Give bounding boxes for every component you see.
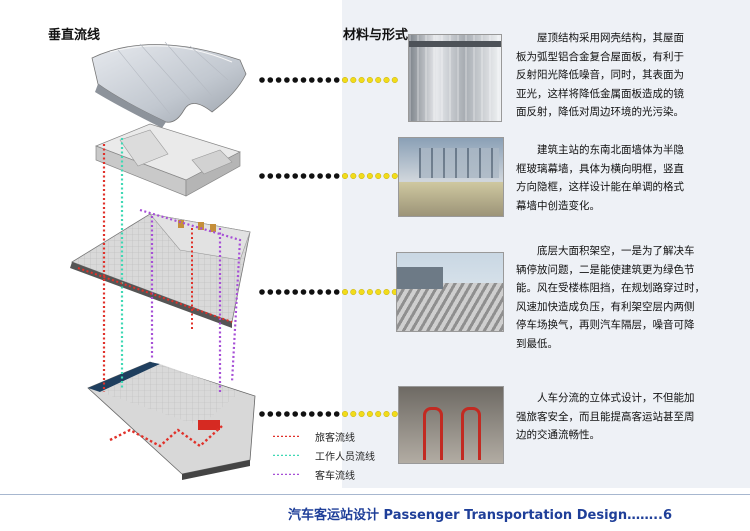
roof-panel-photo <box>408 34 502 122</box>
glass-curtain-wall-photo <box>398 137 504 217</box>
connector-dot <box>292 289 299 295</box>
connector-dot <box>342 411 349 418</box>
connector-dot <box>383 76 390 83</box>
connector-dot <box>300 77 307 83</box>
connector-dot <box>383 289 390 296</box>
footer-divider <box>0 494 750 495</box>
escalator-photo <box>398 386 504 464</box>
connector-dot <box>317 77 323 83</box>
vertical-flow-heading: 垂直流线 <box>48 28 101 43</box>
connector-dot <box>366 411 373 418</box>
connector-dot <box>350 411 357 418</box>
connector-dot <box>275 411 282 417</box>
connector-dot <box>333 77 340 83</box>
connector-dot <box>342 76 349 83</box>
elevated-ground-floor-photo <box>396 252 504 332</box>
connector-dot <box>267 411 274 417</box>
upper-floor-layer <box>95 123 241 197</box>
connector-dot <box>259 411 265 417</box>
connector-dot <box>366 76 373 83</box>
connector-dot <box>284 77 290 83</box>
connector-dot <box>275 77 282 83</box>
legend-vehicle: 客车流线 <box>273 471 355 482</box>
legend-passenger: 旅客流线 <box>273 433 355 444</box>
footer: 汽车客运站设计 Passenger Transportation Design…… <box>0 488 750 531</box>
connector-dot <box>259 289 265 295</box>
connector-dot <box>391 411 398 418</box>
roof-description: 屋顶结构采用网壳结构，其屋面 板为弧型铝合金复合屋面板，有利于 反射阳光降低噪音… <box>516 32 684 118</box>
connector-dot <box>383 411 390 418</box>
connector-dot <box>300 411 307 417</box>
connector-dot <box>350 172 357 179</box>
connector-dot <box>391 172 398 179</box>
connector-dot <box>358 172 365 179</box>
connector-dot <box>284 289 290 295</box>
connector-dot <box>333 173 340 179</box>
connector-dot <box>292 77 299 83</box>
legend-staff: 工作人员流线 <box>273 452 375 463</box>
connector-dot <box>342 289 349 296</box>
connector-dot <box>292 173 299 179</box>
footer-title: 汽车客运站设计 Passenger Transportation Design…… <box>288 508 673 523</box>
connector-dot <box>309 289 315 295</box>
roof-layer <box>91 41 247 128</box>
connector-dot <box>309 77 315 83</box>
connector-dot <box>259 173 265 179</box>
connector-dot <box>259 77 265 83</box>
exploded-axonometric-diagram <box>70 41 398 480</box>
connector-dot <box>300 173 307 179</box>
connector-dot <box>375 411 382 418</box>
connector-dot <box>325 173 332 179</box>
connector-dot <box>325 77 332 83</box>
connector-dot <box>358 76 365 83</box>
connector-dot <box>275 289 282 295</box>
connector-dot <box>317 173 323 179</box>
middle-floor-layer <box>70 213 251 328</box>
flow-lines <box>77 138 242 448</box>
connector-dot <box>350 76 357 83</box>
connector-dot <box>309 411 315 417</box>
connector-dot <box>325 411 332 417</box>
connector-dot <box>267 173 274 179</box>
connector-dot <box>300 289 307 295</box>
connector-dot <box>375 76 382 83</box>
connector-dot <box>366 172 373 179</box>
ground-floor-description: 底层大面积架空，一是为了解决车 辆停放问题，二是能使建筑更为绿色节 能。风在受楼… <box>516 245 705 350</box>
connector-dot <box>267 289 274 295</box>
connector-dot <box>383 172 390 179</box>
connector-dot <box>333 289 340 295</box>
connector-dot <box>325 289 332 295</box>
connector-dot <box>284 411 290 417</box>
connector-dot <box>358 411 365 418</box>
connector-dot <box>358 289 365 296</box>
connector-dot <box>333 411 340 417</box>
connector-dot <box>342 172 349 179</box>
connector-dot <box>375 289 382 296</box>
connector-dot <box>292 411 299 417</box>
connector-dot <box>267 77 274 83</box>
separation-description: 人车分流的立体式设计，不但能加 强旅客安全，而且能提高客运站甚至周 边的交通流畅… <box>516 392 695 441</box>
connector-dot <box>375 172 382 179</box>
connector-dot <box>275 173 282 179</box>
material-form-heading: 材料与形式 <box>343 28 409 43</box>
connector-dot <box>317 411 323 417</box>
connector-dot <box>366 289 373 296</box>
connector-dot <box>284 173 290 179</box>
connector-dot <box>309 173 315 179</box>
ground-floor-layer <box>87 361 256 480</box>
connector-rows <box>259 76 398 418</box>
connector-dot <box>350 289 357 296</box>
connector-dot <box>317 289 323 295</box>
connector-dot <box>391 76 398 83</box>
curtain-wall-description: 建筑主站的东南北面墙体为半隐 框玻璃幕墙，具体为横向明框，竖直 方向隐框，这样设… <box>516 144 684 212</box>
